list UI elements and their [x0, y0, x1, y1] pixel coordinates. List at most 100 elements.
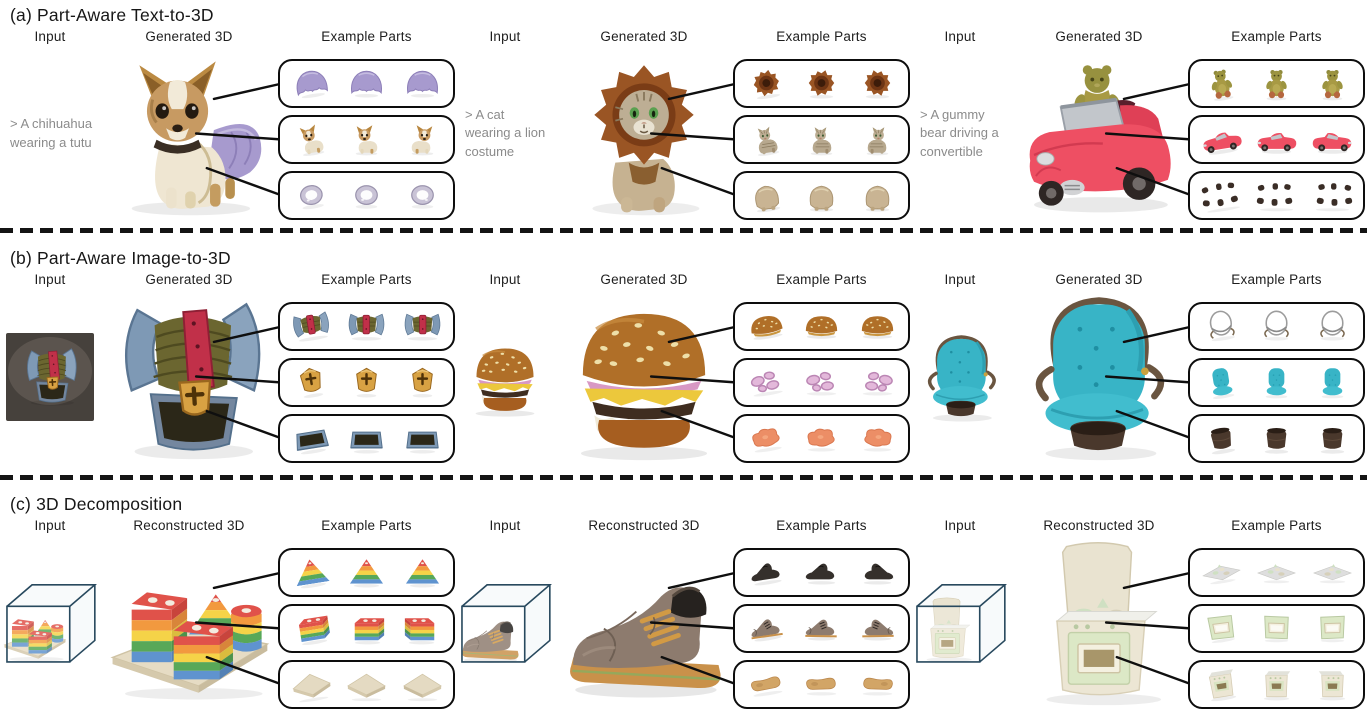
column-header-example-parts: Example Parts [1231, 29, 1322, 44]
column-header-reconstructed-3d: Reconstructed 3D [588, 518, 700, 533]
chihuahua-icon [299, 124, 324, 156]
chest-base-icon [405, 431, 439, 453]
cat-icon [757, 126, 779, 156]
part-box [733, 604, 910, 653]
column-header-example-parts: Example Parts [776, 29, 867, 44]
part-box [278, 59, 455, 108]
chihuahua-wearing-tutu-3d-render [131, 60, 262, 215]
chihuahua-icon [411, 124, 433, 155]
onion-slices-icon [806, 371, 837, 395]
tomato-slices-icon [807, 428, 836, 451]
chest-lid-icon [292, 310, 329, 341]
part-box [1188, 660, 1365, 709]
tutu-icon [296, 70, 328, 98]
chest-base-icon [295, 429, 329, 454]
example-group: Input Generated 3D Example Parts [455, 270, 910, 463]
convertible-body-icon [1312, 132, 1351, 154]
column-header-input: Input [34, 29, 66, 44]
lion-costume-icon [809, 185, 834, 212]
triangle-block-icon [292, 556, 330, 588]
column-header-input: Input [489, 272, 521, 287]
part-box [1188, 358, 1365, 407]
stove-body-icon [1208, 668, 1236, 701]
gummy-bear-icon [1321, 69, 1343, 100]
wooden-board-icon [292, 673, 331, 702]
chair-frame-icon [1209, 310, 1235, 341]
input-image [908, 574, 1012, 671]
column-header-input: Input [944, 29, 976, 44]
shoe-upper-icon [805, 619, 837, 641]
column-header-example-parts: Example Parts [1231, 518, 1322, 533]
example-group: Input Reconstructed 3D Example Parts [0, 516, 455, 709]
rect-block-icon [404, 617, 434, 644]
column-header-input: Input [489, 518, 521, 533]
column-header-generated-3d: Generated 3D [600, 29, 688, 44]
convertible-body-icon [1202, 131, 1242, 155]
stove-front-panel-icon [1264, 615, 1289, 642]
stove-front-panel-icon [1206, 614, 1235, 643]
cat-icon [810, 126, 833, 155]
part-box [278, 660, 455, 709]
chair-base-icon [1210, 427, 1235, 454]
chest-lock-icon [299, 367, 323, 398]
collar-icon [299, 184, 324, 209]
chest-lock-icon [356, 367, 377, 397]
swivel-chair-3d-render [1035, 296, 1165, 460]
reconstructed-3d-view [555, 536, 733, 709]
prompt-text: > A gummy bear driving a convertible [920, 106, 999, 159]
part-box [1188, 548, 1365, 597]
shoe-liner-icon [863, 563, 893, 585]
gummy-bear-icon [1266, 69, 1287, 100]
input-cell [455, 536, 555, 709]
triangle-block-icon [405, 558, 439, 587]
tutu-icon [406, 70, 438, 97]
reconstructed-3d-view [1010, 536, 1188, 709]
input-image [0, 574, 102, 671]
cat-icon [866, 126, 888, 155]
cheeseburger-3d-render [580, 313, 708, 460]
chest-lock-icon [411, 367, 433, 397]
tutu-icon [351, 70, 382, 97]
chair-base-icon [1264, 427, 1289, 454]
column-header-reconstructed-3d: Reconstructed 3D [133, 518, 245, 533]
toy-blocks-3d-render [110, 591, 270, 699]
reconstructed-3d-view [100, 536, 278, 709]
example-group: Input Generated 3D Example Parts > A chi… [0, 27, 455, 220]
onion-slices-icon [750, 370, 783, 397]
part-box [733, 660, 910, 709]
part-box [733, 358, 910, 407]
example-parts-column [733, 536, 910, 709]
example-parts-column [733, 290, 910, 463]
toy-blocks-in-box [3, 584, 98, 663]
column-header-generated-3d: Generated 3D [1055, 29, 1143, 44]
part-box [278, 604, 455, 653]
burger-bun-icon [750, 315, 783, 340]
input-image [462, 336, 548, 418]
part-box [733, 302, 910, 351]
column-header-example-parts: Example Parts [776, 518, 867, 533]
shoe-liner-icon [751, 562, 782, 585]
wooden-board-icon [402, 673, 442, 701]
example-parts-column [278, 47, 455, 220]
toy-stove-in-box [916, 584, 1008, 663]
prompt-text: > A chihuahua wearing a tutu [10, 116, 93, 150]
input-image [914, 329, 1006, 425]
groups-row: Input Generated 3D Example Parts Input G… [0, 270, 1367, 463]
input-cell: > A chihuahua wearing a tutu [0, 47, 100, 220]
chest-lid-icon [404, 313, 440, 340]
treasure-chest-3d-render [124, 302, 261, 459]
example-group: Input Reconstructed 3D Example Parts [455, 516, 910, 709]
chair-cushion-icon [1321, 367, 1343, 398]
example-parts-column [1188, 290, 1365, 463]
example-parts-column [733, 47, 910, 220]
part-box [1188, 171, 1365, 220]
cheeseburger-image [475, 347, 535, 417]
shoe-liner-icon [805, 563, 836, 585]
input-cell: > A gummy bear driving a convertible [910, 47, 1010, 220]
generated-3d-view [555, 47, 733, 220]
lion-mane-icon [808, 69, 835, 98]
column-header-input: Input [34, 272, 66, 287]
generated-3d-view [1010, 47, 1188, 220]
section-text-to-3d: (a) Part-Aware Text-to-3D Input Generate… [0, 0, 1367, 226]
example-group: Input Generated 3D Example Parts [0, 270, 455, 463]
